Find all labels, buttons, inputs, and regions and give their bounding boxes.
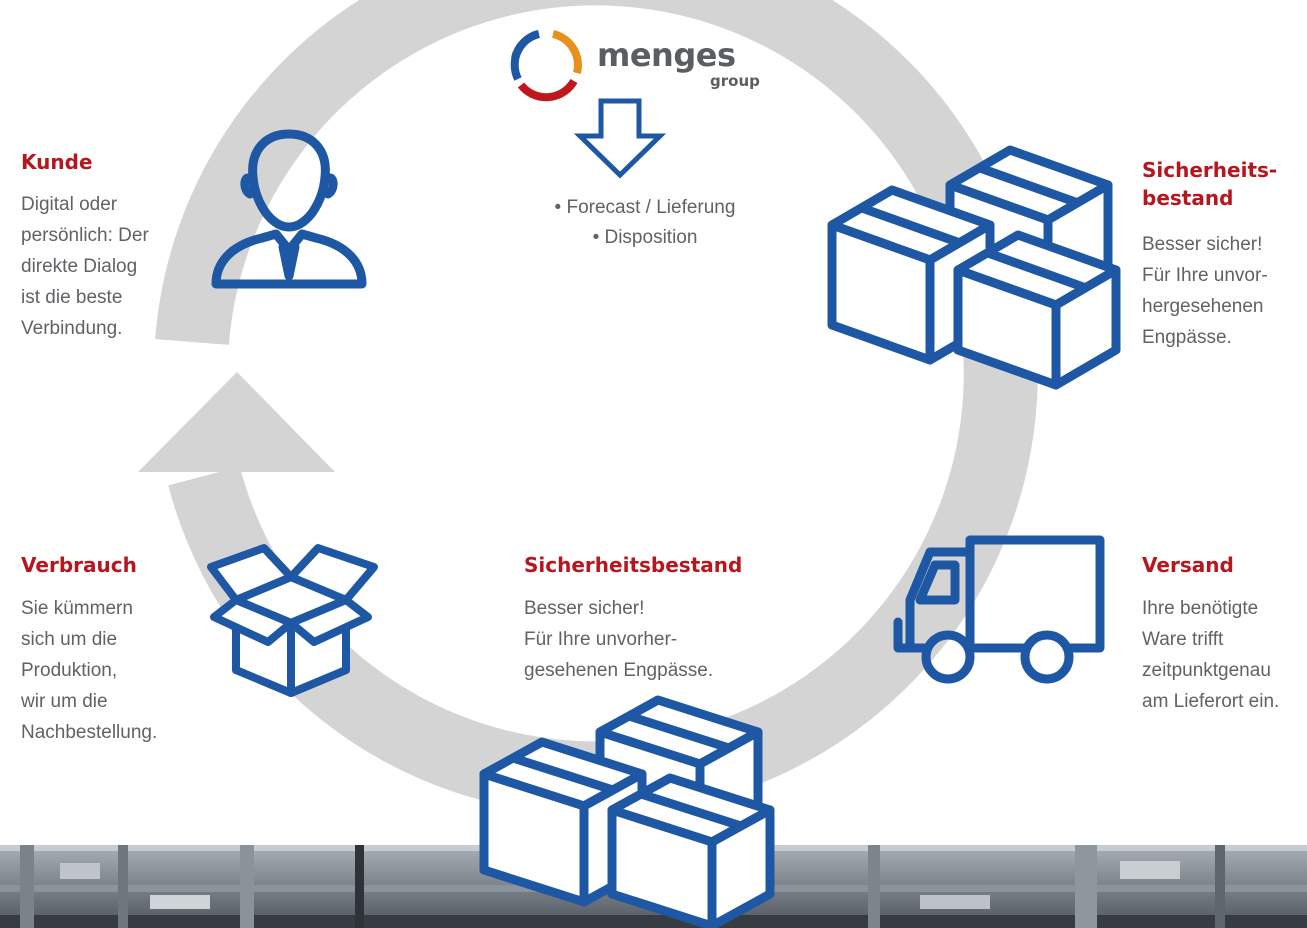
bullet-forecast: • Forecast / Lieferung xyxy=(554,197,736,218)
sicherheit-right-text: Besser sicher! Für Ihre unvor- hergesehe… xyxy=(1142,234,1268,348)
forecast-bullets: • Forecast / Lieferung • Disposition xyxy=(480,193,810,253)
verbrauch-title: Verbrauch xyxy=(21,553,137,577)
forecast-down-arrow-icon xyxy=(573,98,667,179)
kunde-title: Kunde xyxy=(21,150,93,174)
person-icon xyxy=(211,129,367,289)
sicherheit-center-text: Besser sicher! Für Ihre unvorher- gesehe… xyxy=(524,598,714,681)
menges-logo-icon xyxy=(510,30,582,102)
open-box-icon xyxy=(207,544,378,697)
versand-text: Ihre benötigte Ware trifft zeitpunktgena… xyxy=(1142,598,1280,712)
sicherheit-center-title: Sicherheitsbestand xyxy=(524,553,743,577)
logo-name: menges xyxy=(597,36,736,74)
cycle-arrow-head-icon xyxy=(138,372,335,472)
boxes-center-icon xyxy=(479,695,775,928)
verbrauch-text: Sie kümmern sich um die Produktion, wir … xyxy=(21,598,158,743)
kunde-text: Digital oder persönlich: Der direkte Dia… xyxy=(21,194,149,339)
versand-title: Versand xyxy=(1142,553,1234,577)
bullet-disposition: • Disposition xyxy=(592,227,698,248)
sicherheit-right-title: Sicherheits- bestand xyxy=(1142,158,1278,210)
boxes-right-icon xyxy=(827,145,1121,390)
truck-icon xyxy=(893,535,1105,684)
logo-suffix: group xyxy=(710,72,760,90)
